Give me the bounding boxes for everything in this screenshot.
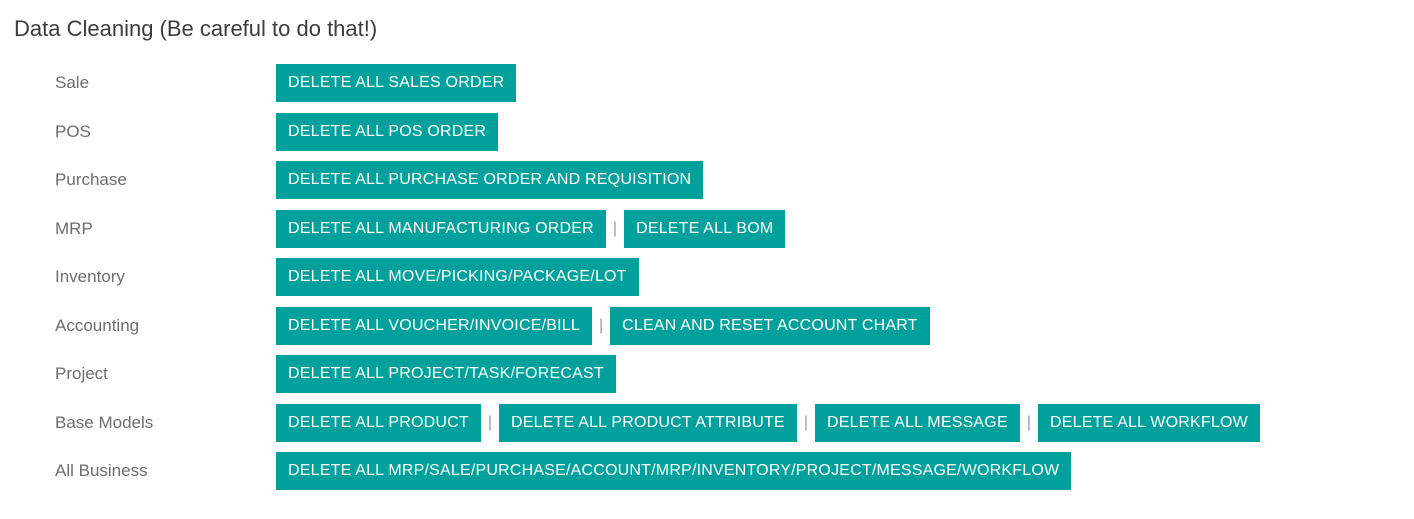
delete-button[interactable]: DELETE ALL MESSAGE	[814, 403, 1020, 442]
row-label: Sale	[55, 73, 90, 92]
delete-button[interactable]: DELETE ALL MOVE/PICKING/PACKAGE/LOT	[276, 258, 639, 296]
button-separator: |	[598, 316, 604, 334]
row-label: All Business	[55, 461, 148, 480]
button-group: DELETE ALL PROJECT/TASK/FORECAST	[276, 355, 616, 393]
data-cleaning-row: Inventory DELETE ALL MOVE/PICKING/PACKAGE…	[14, 258, 1414, 296]
row-label: Base Models	[55, 412, 154, 432]
delete-button[interactable]: DELETE ALL SALES ORDER	[276, 64, 517, 102]
delete-button[interactable]: DELETE ALL PRODUCT ATTRIBUTE	[499, 403, 797, 442]
button-separator: |	[1026, 413, 1031, 431]
row-label: Purchase	[55, 170, 127, 189]
row-label: MRP	[55, 218, 93, 238]
section-title: Data Cleaning (Be careful to do that!)	[14, 16, 378, 41]
delete-button[interactable]: DELETE ALL PRODUCT	[276, 403, 481, 442]
delete-button[interactable]: DELETE ALL MANUFACTURING ORDER	[276, 209, 606, 248]
data-cleaning-row: Accounting DELETE ALL VOUCHER/INVOICE/BIL…	[14, 306, 1414, 345]
data-cleaning-row: Sale DELETE ALL SALES ORDER	[14, 64, 1414, 102]
delete-button[interactable]: DELETE ALL VOUCHER/INVOICE/BILL	[276, 306, 592, 345]
button-group: DELETE ALL POS ORDER	[276, 112, 499, 151]
data-cleaning-row: Purchase DELETE ALL PURCHASE ORDER AND RE…	[14, 161, 1414, 199]
row-label: Inventory	[55, 267, 125, 286]
data-cleaning-rows: Sale DELETE ALL SALES ORDER POS DELETE ALL …	[14, 64, 1414, 490]
data-cleaning-row: POS DELETE ALL POS ORDER	[14, 112, 1414, 151]
row-label: Accounting	[55, 315, 140, 335]
delete-button[interactable]: DELETE ALL PURCHASE ORDER AND REQUISITIO…	[276, 161, 704, 199]
button-group: DELETE ALL SALES ORDER	[276, 64, 517, 102]
button-separator: |	[803, 413, 808, 431]
row-label: POS	[55, 121, 91, 141]
button-group: DELETE ALL MANUFACTURING ORDER | DELETE AL…	[276, 209, 786, 248]
delete-button[interactable]: DELETE ALL POS ORDER	[276, 112, 499, 151]
button-group: DELETE ALL PRODUCT | DELETE ALL PRODUCT AT…	[276, 403, 1260, 442]
button-separator: |	[612, 219, 618, 237]
delete-button[interactable]: DELETE ALL WORKFLOW	[1037, 403, 1260, 442]
button-group: DELETE ALL MRP/SALE/PURCHASE/ACCOUNT/MRP…	[276, 452, 1072, 490]
delete-button[interactable]: DELETE ALL MRP/SALE/PURCHASE/ACCOUNT/MRP…	[276, 452, 1072, 490]
delete-button[interactable]: DELETE ALL PROJECT/TASK/FORECAST	[276, 355, 616, 393]
button-group: DELETE ALL VOUCHER/INVOICE/BILL | CLEAN AN…	[276, 306, 930, 345]
delete-button[interactable]: CLEAN AND RESET ACCOUNT CHART	[610, 306, 930, 345]
data-cleaning-row: All Business DELETE ALL MRP/SALE/PURCHASE…	[14, 452, 1414, 490]
data-cleaning-row: Project DELETE ALL PROJECT/TASK/FORECAST	[14, 355, 1414, 393]
button-group: DELETE ALL PURCHASE ORDER AND REQUISITIO…	[276, 161, 704, 199]
delete-button[interactable]: DELETE ALL BOM	[624, 209, 786, 248]
button-separator: |	[487, 413, 492, 431]
row-label: Project	[55, 364, 108, 383]
button-group: DELETE ALL MOVE/PICKING/PACKAGE/LOT	[276, 258, 639, 296]
